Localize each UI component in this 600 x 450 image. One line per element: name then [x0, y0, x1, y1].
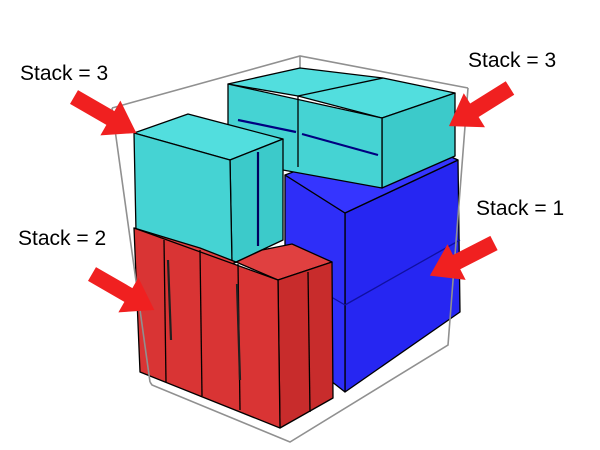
label-mid-left: Stack = 2	[18, 227, 106, 250]
arrow-mid-right	[429, 235, 498, 280]
teal-left-side	[229, 138, 284, 265]
red-stack	[133, 227, 334, 429]
label-top-left: Stack = 3	[20, 62, 108, 85]
red-stack-front	[133, 227, 281, 429]
red-stack-side	[277, 261, 334, 429]
arrow-top-right	[448, 81, 515, 128]
teal-stack-left	[133, 113, 284, 265]
label-mid-right: Stack = 1	[476, 197, 564, 220]
label-top-right: Stack = 3	[468, 49, 556, 72]
arrow-mid-left	[88, 267, 155, 313]
arrow-top-left	[70, 90, 137, 136]
